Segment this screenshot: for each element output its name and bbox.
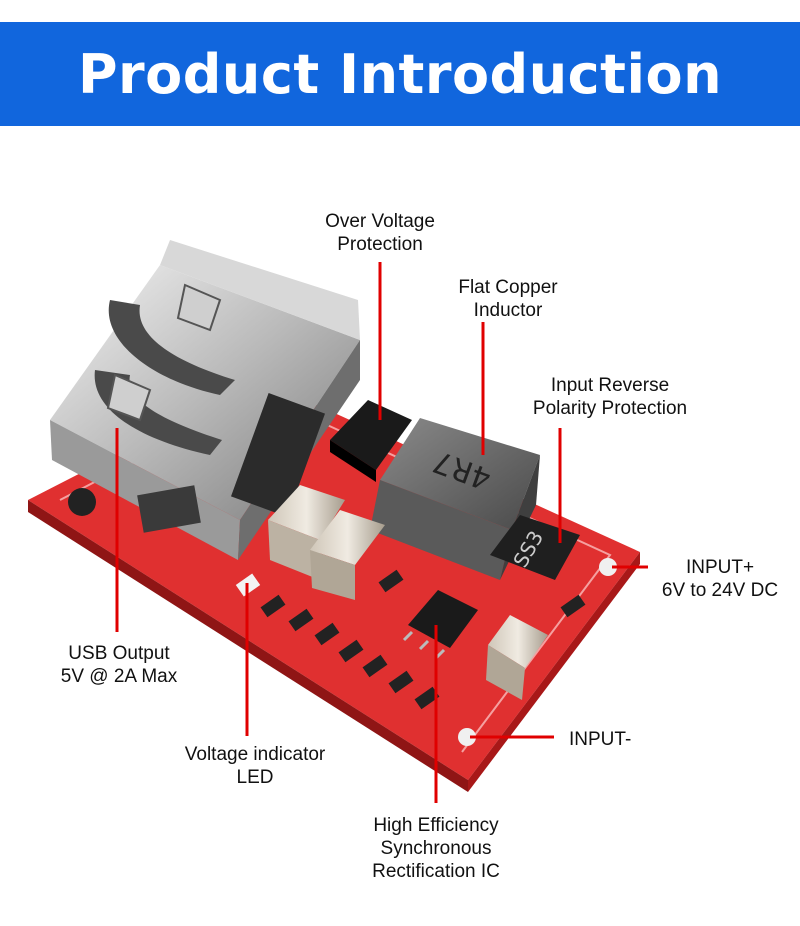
mount-hole-left (68, 488, 96, 516)
callout-indicator-led: Voltage indicator LED (160, 743, 350, 789)
pad-input-minus (458, 728, 476, 746)
flat-copper-inductor: 4R7 (370, 418, 540, 580)
sync-rectifier-ic (402, 590, 478, 660)
callout-line: High Efficiency (373, 815, 499, 836)
ceramic-capacitors (268, 485, 548, 700)
polarity-diode: SS3 (490, 515, 580, 580)
callout-over-voltage: Over Voltage Protection (310, 210, 450, 256)
callout-line: Synchronous (380, 838, 492, 859)
usb-side-component (137, 485, 201, 533)
pad-input-plus (599, 558, 617, 576)
callout-sync-ic: High Efficiency Synchronous Rectificatio… (336, 814, 536, 883)
callout-inductor: Flat Copper Inductor (428, 276, 588, 322)
callout-line: INPUT- (569, 729, 632, 750)
callout-line: USB Output (68, 643, 170, 664)
callout-line: Over Voltage (325, 211, 435, 232)
banner-title: Product Introduction (77, 42, 723, 106)
callout-input-minus: INPUT- (569, 728, 669, 751)
callout-line: Input Reverse (550, 375, 670, 396)
callout-line: INPUT+ (685, 557, 755, 578)
callout-line: LED (236, 767, 274, 788)
over-voltage-chip (330, 400, 412, 482)
callout-line: Voltage indicator (184, 744, 326, 765)
callout-line: Flat Copper (458, 277, 558, 298)
callout-line: 6V to 24V DC (661, 580, 779, 601)
callout-line: Inductor (473, 300, 543, 321)
callout-line: Polarity Protection (532, 398, 688, 419)
callout-line: Rectification IC (372, 861, 500, 882)
callout-reverse-polarity: Input Reverse Polarity Protection (510, 374, 710, 420)
smd-resistors (260, 569, 586, 710)
callout-leaders (115, 262, 648, 803)
title-banner: Product Introduction (0, 22, 800, 126)
callout-line: Protection (337, 234, 423, 255)
callout-line: 5V @ 2A Max (60, 666, 178, 687)
callout-usb-output: USB Output 5V @ 2A Max (44, 642, 194, 688)
callout-input-plus: INPUT+ 6V to 24V DC (645, 556, 795, 602)
usb-connector (50, 240, 360, 560)
